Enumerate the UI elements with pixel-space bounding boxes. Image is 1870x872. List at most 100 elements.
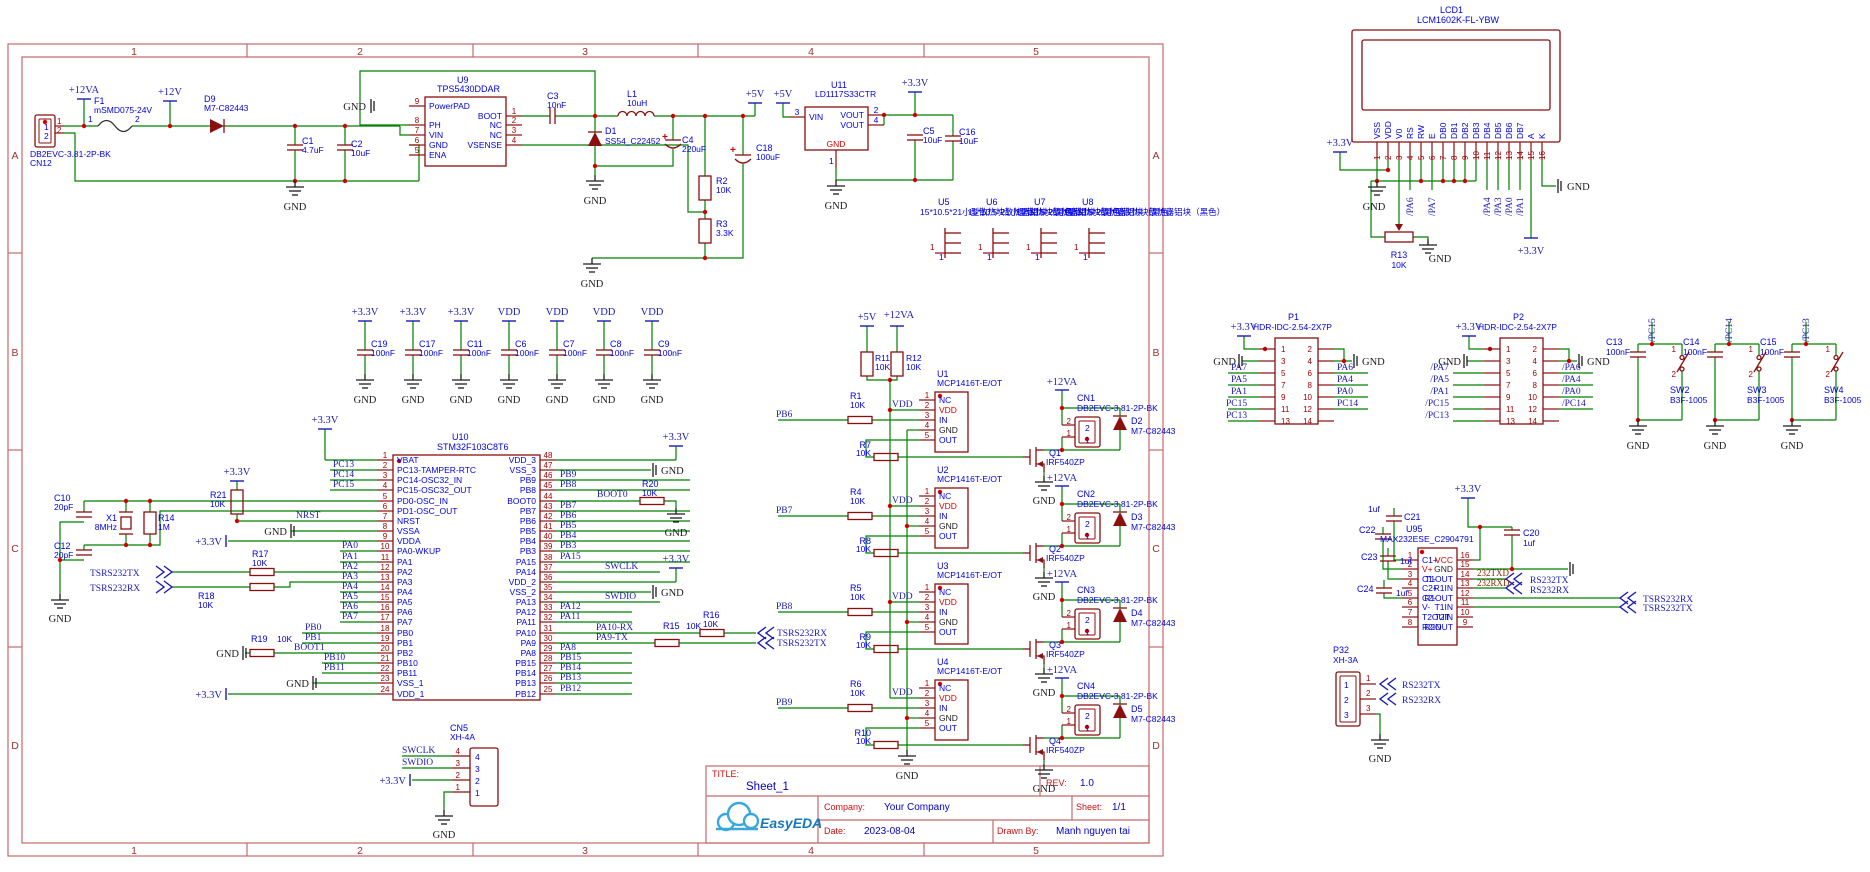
wire[interactable] [865, 535, 919, 554]
capacitor-symbol[interactable] [76, 511, 92, 518]
value-label[interactable]: XH-3A [1333, 655, 1358, 665]
capacitor-symbol[interactable] [405, 349, 421, 356]
component-outline[interactable] [1074, 416, 1101, 448]
ref-label[interactable]: P32 [1333, 645, 1349, 655]
value-label[interactable]: B3F-1005 [1824, 395, 1862, 405]
value-label[interactable]: 10K [252, 558, 267, 568]
ground-symbol[interactable] [827, 180, 845, 195]
resistor-symbol[interactable] [873, 644, 899, 654]
value-label[interactable]: 1M [158, 522, 170, 532]
capacitor-symbol[interactable] [907, 134, 923, 141]
wire[interactable] [1382, 539, 1402, 570]
ground-flag[interactable] [290, 524, 295, 538]
value-label[interactable]: DB2EVC-3.81-2P-BK [1077, 499, 1158, 509]
ref-label[interactable]: D1 [605, 126, 617, 136]
ref-label[interactable]: F1 [94, 96, 105, 106]
netport-arrow-icon[interactable] [1378, 677, 1397, 691]
mosfet-symbol[interactable] [1023, 639, 1045, 664]
capacitor-symbol[interactable] [945, 135, 961, 142]
power-flag-label[interactable]: +3.3V [400, 307, 427, 318]
pushbutton-symbol[interactable] [1676, 351, 1690, 373]
component-outline[interactable] [1361, 39, 1551, 111]
power-flag-label[interactable]: +3.3V [352, 307, 379, 318]
net-label[interactable]: TSRS232TX [1643, 604, 1693, 614]
wire[interactable] [1339, 152, 1388, 171]
ref-label[interactable]: U7 [1034, 197, 1046, 207]
net-label[interactable]: TSRS232RX [90, 584, 140, 594]
component-outline[interactable] [1074, 512, 1101, 544]
net-label[interactable]: PA11 [560, 612, 581, 622]
value-label[interactable]: 10K [277, 634, 292, 644]
power-flag-label[interactable]: +12VA [1047, 473, 1078, 484]
ground-symbol[interactable] [643, 374, 661, 389]
connector-inner-outline[interactable] [1078, 708, 1096, 732]
net-label[interactable]: PA5 [1231, 375, 1247, 385]
power-flag-label[interactable]: +3.3V [195, 537, 222, 548]
heatsink-symbol[interactable] [935, 228, 961, 258]
ground-flag[interactable] [1463, 354, 1468, 368]
titleblock-field-value[interactable]: 2023-08-04 [864, 826, 916, 837]
ground-symbol[interactable] [404, 374, 422, 389]
wire[interactable] [1473, 527, 1481, 561]
value-label[interactable]: 220uF [682, 144, 706, 154]
power-flag-label[interactable]: +12V [158, 87, 182, 98]
ref-label[interactable]: SW3 [1747, 385, 1767, 395]
diode-symbol[interactable] [1113, 607, 1127, 622]
netport-arrow-icon[interactable] [1378, 692, 1397, 706]
net-label[interactable]: PA7 [342, 612, 358, 622]
ref-label[interactable]: C5 [923, 126, 935, 136]
ref-label[interactable]: X1 [106, 513, 117, 523]
connector-inner-outline[interactable] [1078, 612, 1096, 636]
mosfet-symbol[interactable] [1023, 543, 1045, 568]
power-flag-label[interactable]: VDD [498, 307, 521, 318]
capacitor-symbol[interactable] [1630, 351, 1646, 358]
power-flag-label[interactable]: +3.3V [195, 690, 222, 701]
power-flag-label[interactable]: +3.3V [224, 467, 251, 478]
ref-label[interactable]: Q1 [1049, 448, 1061, 458]
power-flag-label[interactable]: VDD [593, 307, 616, 318]
net-label[interactable]: PB11 [324, 663, 345, 673]
ref-label[interactable]: C10 [54, 493, 71, 503]
ref-label[interactable]: R7 [859, 440, 871, 450]
power-flag-label[interactable]: +5V [774, 89, 793, 100]
net-label[interactable]: PB1 [305, 633, 322, 643]
value-label[interactable]: 10K [856, 448, 871, 458]
ground-flag[interactable] [652, 463, 657, 477]
netport-arrow-icon[interactable] [1618, 591, 1637, 605]
power-flag-label[interactable]: VDD [641, 307, 664, 318]
titleblock-field-value[interactable]: Manh nguyen tai [1056, 826, 1130, 837]
net-label[interactable]: /PC13 [1425, 411, 1449, 421]
power-flag-label[interactable]: +3.3V [1455, 484, 1482, 495]
ref-label[interactable]: C7 [563, 339, 575, 349]
resistor-symbol[interactable] [654, 638, 680, 648]
value-label[interactable]: 15*10.5*21小型散热块散热器铝块（黑色） [1064, 207, 1225, 217]
value-label[interactable]: 20pF [54, 502, 73, 512]
ref-label[interactable]: C24 [1357, 584, 1374, 594]
wire[interactable] [1413, 236, 1429, 239]
value-label[interactable]: 1uf [1368, 504, 1380, 514]
value-label[interactable]: IRF540ZP [1046, 553, 1085, 563]
resistor-symbol[interactable] [860, 351, 874, 377]
ref-label[interactable]: C16 [959, 127, 976, 137]
value-label[interactable]: M7-C82443 [1131, 714, 1176, 724]
power-flag-label[interactable]: +5V [746, 89, 765, 100]
value-label[interactable]: M7-C82443 [1131, 618, 1176, 628]
wire[interactable] [522, 144, 705, 213]
capacitor-symbol[interactable] [501, 349, 517, 356]
value-label[interactable]: 3.3K [716, 228, 734, 238]
value-label[interactable]: MCP1416T-E/OT [937, 474, 1002, 484]
net-label[interactable]: PB15 [560, 653, 581, 663]
power-flag-label[interactable]: +5V [858, 312, 877, 323]
ground-symbol[interactable] [1783, 420, 1801, 435]
component-outline[interactable] [1074, 704, 1101, 736]
value-label[interactable]: 10K [856, 640, 871, 650]
resistor-symbol[interactable] [698, 218, 712, 244]
ref-label[interactable]: R1 [850, 391, 862, 401]
resistor-symbol[interactable] [873, 740, 899, 750]
net-label[interactable]: TSRS232TX [777, 639, 827, 649]
ref-label[interactable]: CN5 [450, 723, 468, 733]
net-label[interactable]: PB10 [324, 653, 345, 663]
net-label[interactable]: SWCLK [605, 562, 638, 572]
net-label[interactable]: PB6 [560, 511, 577, 521]
